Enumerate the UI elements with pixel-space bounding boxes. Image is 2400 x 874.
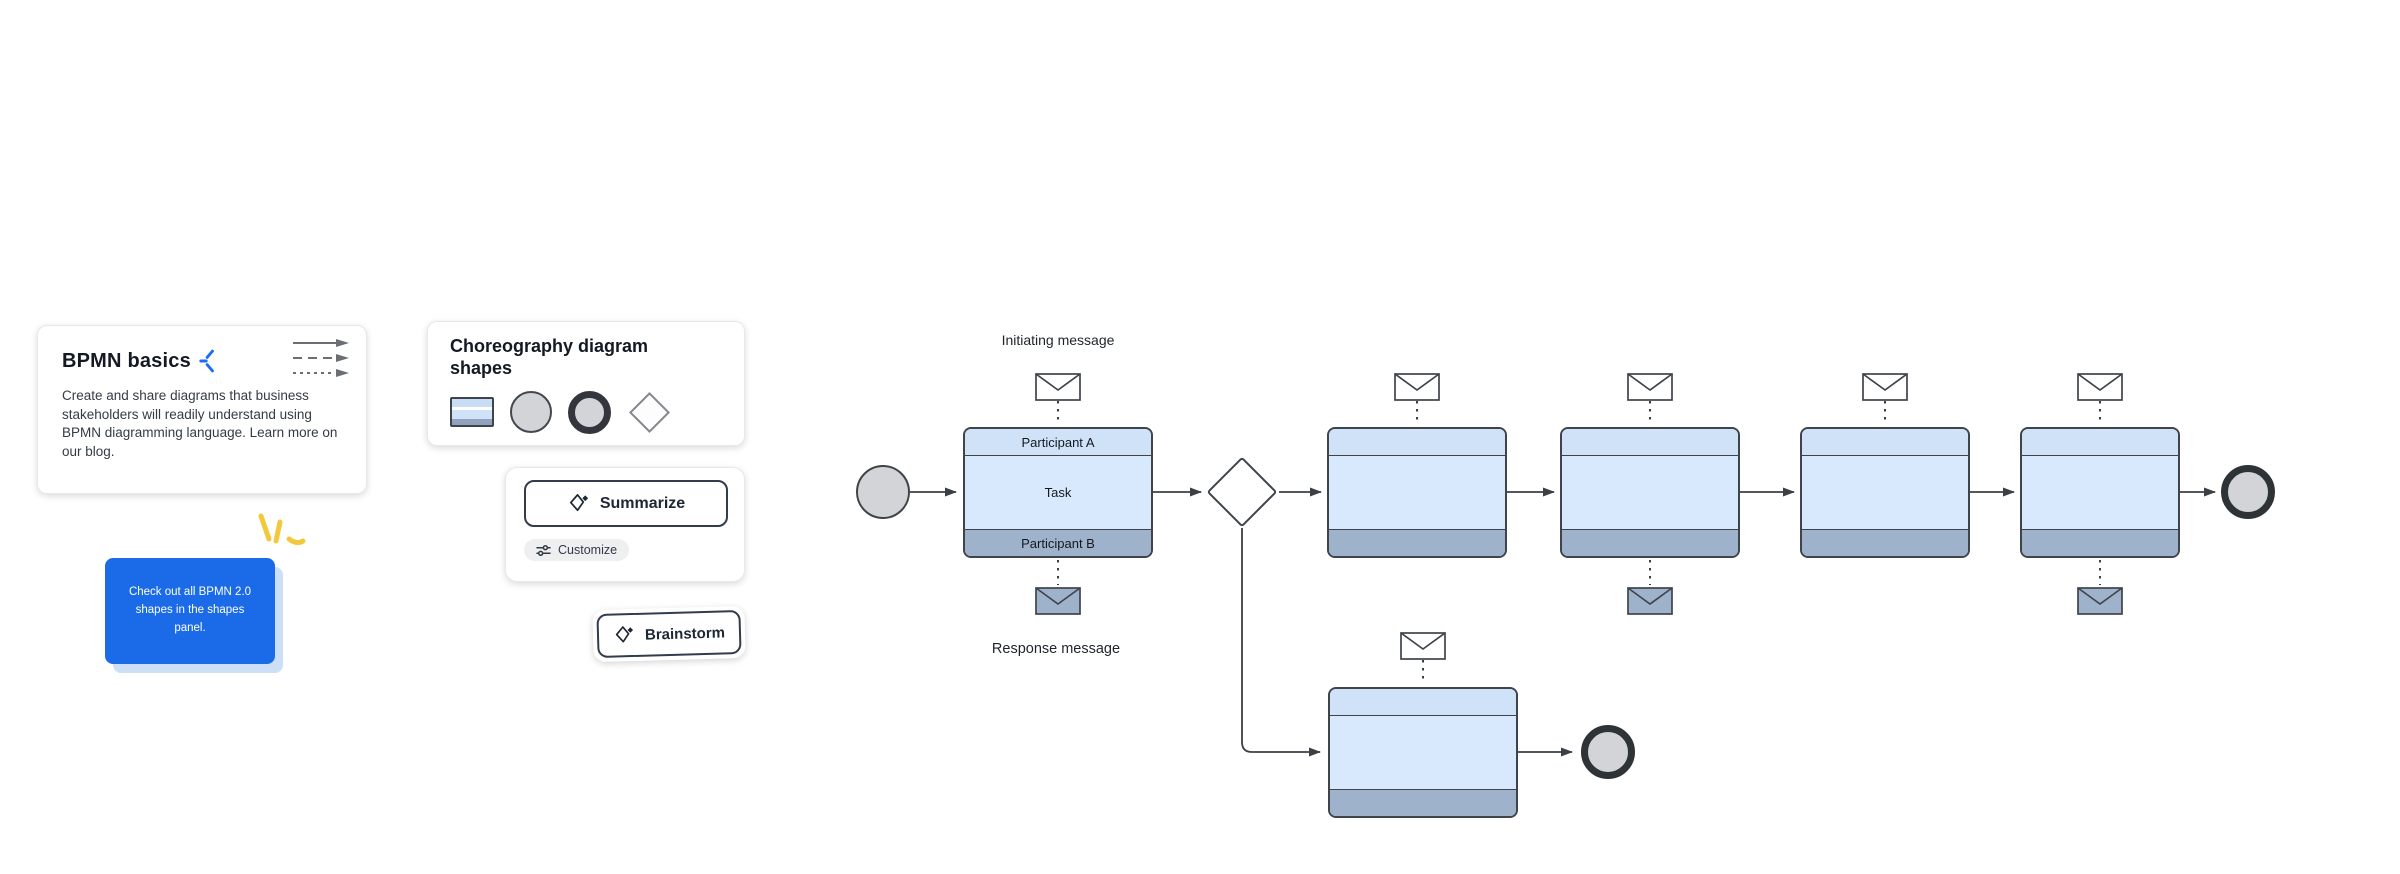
customize-button[interactable]: Customize bbox=[524, 539, 630, 561]
connector-style-samples bbox=[290, 336, 352, 387]
callout-text: Check out all BPMN 2.0 shapes in the sha… bbox=[128, 586, 252, 634]
participant-band-top bbox=[1329, 429, 1505, 456]
initiating-message-envelope[interactable] bbox=[1035, 373, 1081, 401]
start-event-shape[interactable] bbox=[510, 391, 552, 434]
bpmn-basics-header: BPMN basics bbox=[62, 348, 342, 374]
sparkle-icon bbox=[569, 494, 588, 512]
brainstorm-label: Brainstorm bbox=[644, 623, 726, 644]
choreography-task-2[interactable] bbox=[1327, 427, 1507, 558]
bpmn-basics-description: Create and share diagrams that business … bbox=[62, 388, 338, 459]
participant-b-label: Participant B bbox=[1021, 535, 1095, 551]
blue-sparkle-icon bbox=[199, 349, 214, 373]
shape-previews-row bbox=[450, 389, 722, 435]
choreography-task-1[interactable]: Participant A Task Participant B bbox=[963, 427, 1153, 558]
participant-band-bottom bbox=[1330, 789, 1516, 816]
brainstorm-card: Brainstorm bbox=[592, 605, 746, 663]
customize-label: Customize bbox=[558, 543, 618, 557]
choreography-task-shape[interactable] bbox=[450, 397, 494, 428]
participant-band-bottom bbox=[1562, 529, 1738, 556]
end-event-top[interactable] bbox=[2221, 465, 2275, 519]
response-message-label[interactable]: Response message bbox=[991, 641, 1121, 657]
end-event-bottom[interactable] bbox=[1581, 725, 1635, 779]
task-label: Task bbox=[1044, 485, 1072, 500]
initiating-message-envelope[interactable] bbox=[1862, 373, 1908, 401]
bpmn-basics-card[interactable]: BPMN basics Create and share diagrams th bbox=[37, 325, 367, 494]
sliders-icon bbox=[536, 544, 551, 556]
participant-band-top bbox=[1330, 689, 1516, 716]
participant-band-bottom: Participant B bbox=[965, 529, 1151, 556]
sparkle-icon bbox=[615, 626, 634, 643]
participant-band-bottom bbox=[2022, 529, 2178, 556]
participant-band-top: Participant A bbox=[965, 429, 1151, 456]
choreography-task-3[interactable] bbox=[1560, 427, 1740, 558]
response-message-envelope[interactable] bbox=[1035, 587, 1081, 615]
initiating-message-envelope[interactable] bbox=[1400, 632, 1446, 660]
participant-band-bottom bbox=[1802, 529, 1968, 556]
summarize-label: Summarize bbox=[599, 494, 686, 512]
exclusive-gateway[interactable] bbox=[1206, 456, 1278, 528]
task-band: Task bbox=[965, 456, 1151, 529]
choreography-shapes-title: Choreography diagram shapes bbox=[450, 336, 649, 378]
response-message-envelope[interactable] bbox=[2077, 587, 2123, 615]
yellow-sparkle-icon bbox=[258, 513, 306, 546]
choreography-shapes-card[interactable]: Choreography diagram shapes bbox=[427, 321, 745, 446]
gateway-shape[interactable] bbox=[628, 391, 671, 433]
choreography-task-4[interactable] bbox=[1800, 427, 1970, 558]
initiating-message-envelope[interactable] bbox=[1627, 373, 1673, 401]
task-band bbox=[1562, 456, 1738, 529]
callout-note[interactable]: Check out all BPMN 2.0 shapes in the sha… bbox=[105, 558, 275, 664]
task-band bbox=[1329, 456, 1505, 529]
summarize-button[interactable]: Summarize bbox=[524, 480, 728, 527]
initiating-message-envelope[interactable] bbox=[2077, 373, 2123, 401]
ai-actions-panel: Summarize Customize bbox=[505, 467, 745, 582]
participant-band-top bbox=[1802, 429, 1968, 456]
participant-band-bottom bbox=[1329, 529, 1505, 556]
task-band bbox=[1330, 716, 1516, 789]
initiating-message-label[interactable]: Initiating message bbox=[1001, 332, 1115, 348]
participant-band-top bbox=[2022, 429, 2178, 456]
participant-a-label: Participant A bbox=[1021, 434, 1095, 450]
choreography-task-branch[interactable] bbox=[1328, 687, 1518, 818]
bpmn-basics-title: BPMN basics bbox=[62, 349, 191, 372]
choreography-task-5[interactable] bbox=[2020, 427, 2180, 558]
brainstorm-button[interactable]: Brainstorm bbox=[596, 609, 742, 659]
participant-band-top bbox=[1562, 429, 1738, 456]
task-band bbox=[2022, 456, 2178, 529]
end-event-shape[interactable] bbox=[568, 390, 611, 434]
arrow-line-samples-icon bbox=[293, 339, 349, 377]
response-message-envelope[interactable] bbox=[1627, 587, 1673, 615]
start-event[interactable] bbox=[856, 465, 910, 519]
gateway-branch-arrow[interactable] bbox=[1241, 528, 1321, 757]
initiating-message-envelope[interactable] bbox=[1394, 373, 1440, 401]
task-band bbox=[1802, 456, 1968, 529]
